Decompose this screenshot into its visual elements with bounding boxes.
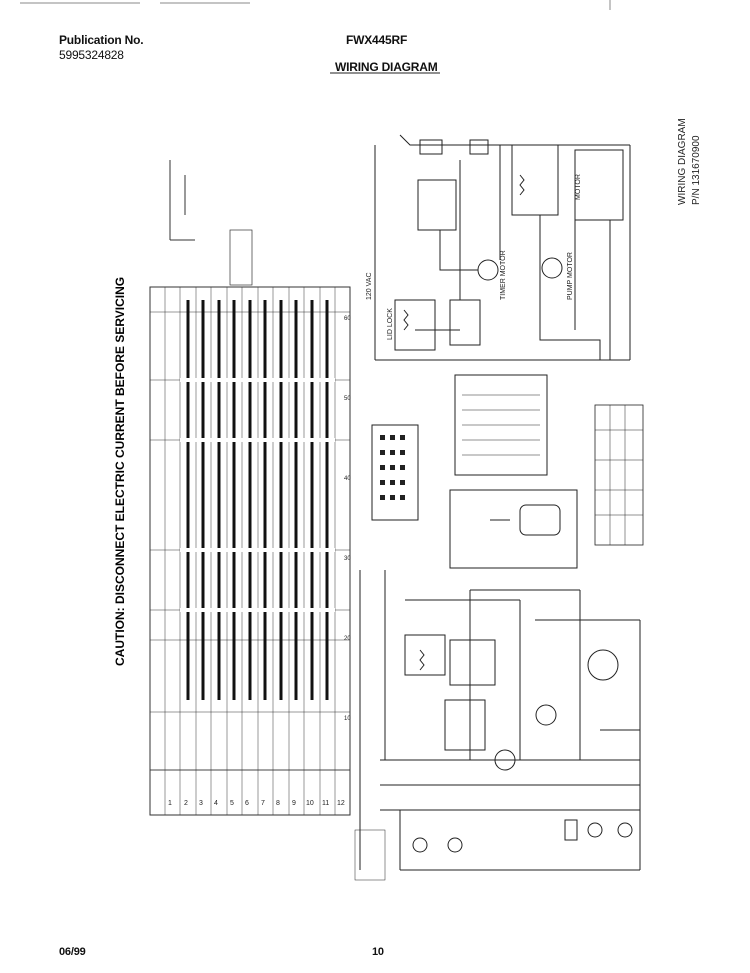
svg-text:7: 7 xyxy=(261,800,265,807)
timer-motor-label: TIMER MOTOR xyxy=(500,250,507,300)
svg-text:5: 5 xyxy=(230,800,234,807)
caution-text: CAUTION: DISCONNECT ELECTRIC CURRENT BEF… xyxy=(113,277,127,666)
svg-text:4: 4 xyxy=(214,800,218,807)
diagram-title: WIRING DIAGRAM xyxy=(335,60,438,74)
footer-date: 06/99 xyxy=(59,946,86,958)
svg-text:6: 6 xyxy=(245,800,249,807)
pump-motor-label: PUMP MOTOR xyxy=(567,252,574,300)
svg-text:50: 50 xyxy=(344,396,351,402)
svg-text:12: 12 xyxy=(337,800,345,807)
svg-text:8: 8 xyxy=(276,800,280,807)
cord-detail xyxy=(354,829,386,881)
cycle-table xyxy=(594,404,644,546)
publication-number: 5995324828 xyxy=(59,48,124,62)
page-number: 10 xyxy=(372,946,384,958)
voltage-label: 120 VAC xyxy=(366,273,373,301)
side-title-line2: P/N 131670900 xyxy=(691,135,702,205)
svg-text:60: 60 xyxy=(344,316,351,322)
connector-block xyxy=(371,424,419,521)
svg-text:20: 20 xyxy=(344,636,351,642)
svg-text:10: 10 xyxy=(306,800,314,807)
svg-text:11: 11 xyxy=(322,800,329,807)
svg-text:2: 2 xyxy=(184,800,188,807)
publication-label: Publication No. xyxy=(59,33,144,47)
motor-label: MOTOR xyxy=(575,174,582,200)
schematic-lower xyxy=(359,570,641,871)
svg-text:1: 1 xyxy=(168,800,172,807)
schematic-upper: 120 VAC xyxy=(366,134,631,361)
model-number: FWX445RF xyxy=(346,33,408,47)
svg-text:3: 3 xyxy=(199,800,203,807)
lid-lock-label: LID LOCK xyxy=(387,308,394,340)
detail-legend xyxy=(169,160,253,286)
svg-text:10: 10 xyxy=(344,716,351,722)
side-title-line1: WIRING DIAGRAM xyxy=(677,118,688,205)
svg-text:40: 40 xyxy=(344,476,351,482)
wiring-codes-box xyxy=(454,374,548,476)
svg-text:30: 30 xyxy=(344,556,351,562)
plug-detail-box xyxy=(449,489,578,569)
svg-text:9: 9 xyxy=(292,800,296,807)
